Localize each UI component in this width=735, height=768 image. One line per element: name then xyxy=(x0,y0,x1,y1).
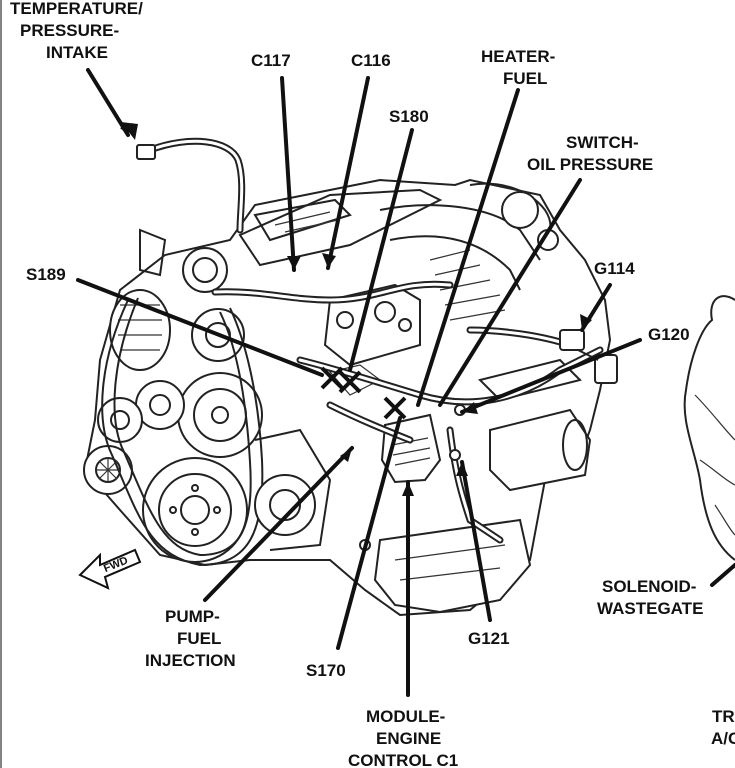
label-solenoid-wastegate: SOLENOID- WASTEGATE xyxy=(597,577,703,618)
svg-text:TEMPERATURE/: TEMPERATURE/ xyxy=(10,0,143,18)
leader-pump-fuel xyxy=(203,446,354,602)
label-switch-oil-pressure: SWITCH- OIL PRESSURE xyxy=(527,133,653,174)
svg-text:SWITCH-: SWITCH- xyxy=(566,133,639,152)
svg-text:SOLENOID-: SOLENOID- xyxy=(602,577,696,596)
leader-c116 xyxy=(326,76,370,270)
leader-solenoid xyxy=(710,563,735,587)
label-s180: S180 xyxy=(389,107,429,126)
svg-text:MODULE-: MODULE- xyxy=(366,707,445,726)
label-c116: C116 xyxy=(351,51,391,70)
svg-text:INJECTION: INJECTION xyxy=(145,651,236,670)
label-temperature-pressure-intake: TEMPERATURE/ PRESSURE- INTAKE xyxy=(10,0,143,62)
svg-text:TR: TR xyxy=(712,707,735,726)
svg-text:CONTROL C1: CONTROL C1 xyxy=(348,751,458,768)
label-pump-fuel-injection: PUMP- FUEL INJECTION xyxy=(145,607,236,670)
label-s170: S170 xyxy=(306,661,346,680)
leader-lines xyxy=(76,68,735,697)
forward-arrow-icon: FWD xyxy=(78,548,142,590)
leader-g120 xyxy=(460,338,642,414)
leader-s189 xyxy=(76,278,324,377)
svg-text:INTAKE: INTAKE xyxy=(46,43,108,62)
leader-heater-fuel xyxy=(416,88,520,407)
leader-switch-oil xyxy=(438,178,582,407)
svg-text:PRESSURE-: PRESSURE- xyxy=(20,21,119,40)
label-g121: G121 xyxy=(468,629,510,648)
svg-text:A/C: A/C xyxy=(711,729,735,748)
leader-s170 xyxy=(336,416,402,650)
svg-text:HEATER-: HEATER- xyxy=(481,47,555,66)
svg-text:FUEL: FUEL xyxy=(177,629,221,648)
label-module-engine-control: MODULE- ENGINE CONTROL C1 xyxy=(348,707,458,768)
leader-s180 xyxy=(348,128,414,372)
label-heater-fuel: HEATER- FUEL xyxy=(481,47,555,88)
label-g114: G114 xyxy=(594,259,635,278)
leader-temperature xyxy=(86,68,130,137)
svg-text:PUMP-: PUMP- xyxy=(165,607,220,626)
leader-g121 xyxy=(460,460,492,622)
svg-text:ENGINE: ENGINE xyxy=(376,729,441,748)
svg-text:OIL PRESSURE: OIL PRESSURE xyxy=(527,155,653,174)
label-g120: G120 xyxy=(648,325,690,344)
svg-text:FUEL: FUEL xyxy=(503,69,547,88)
callout-labels: TEMPERATURE/ PRESSURE- INTAKE C117 C116 … xyxy=(10,0,735,768)
leader-c117 xyxy=(280,76,296,272)
svg-text:WASTEGATE: WASTEGATE xyxy=(597,599,703,618)
label-c117: C117 xyxy=(251,51,291,70)
label-cropped-right-edge: TR A/C xyxy=(711,707,735,748)
label-s189: S189 xyxy=(26,265,66,284)
